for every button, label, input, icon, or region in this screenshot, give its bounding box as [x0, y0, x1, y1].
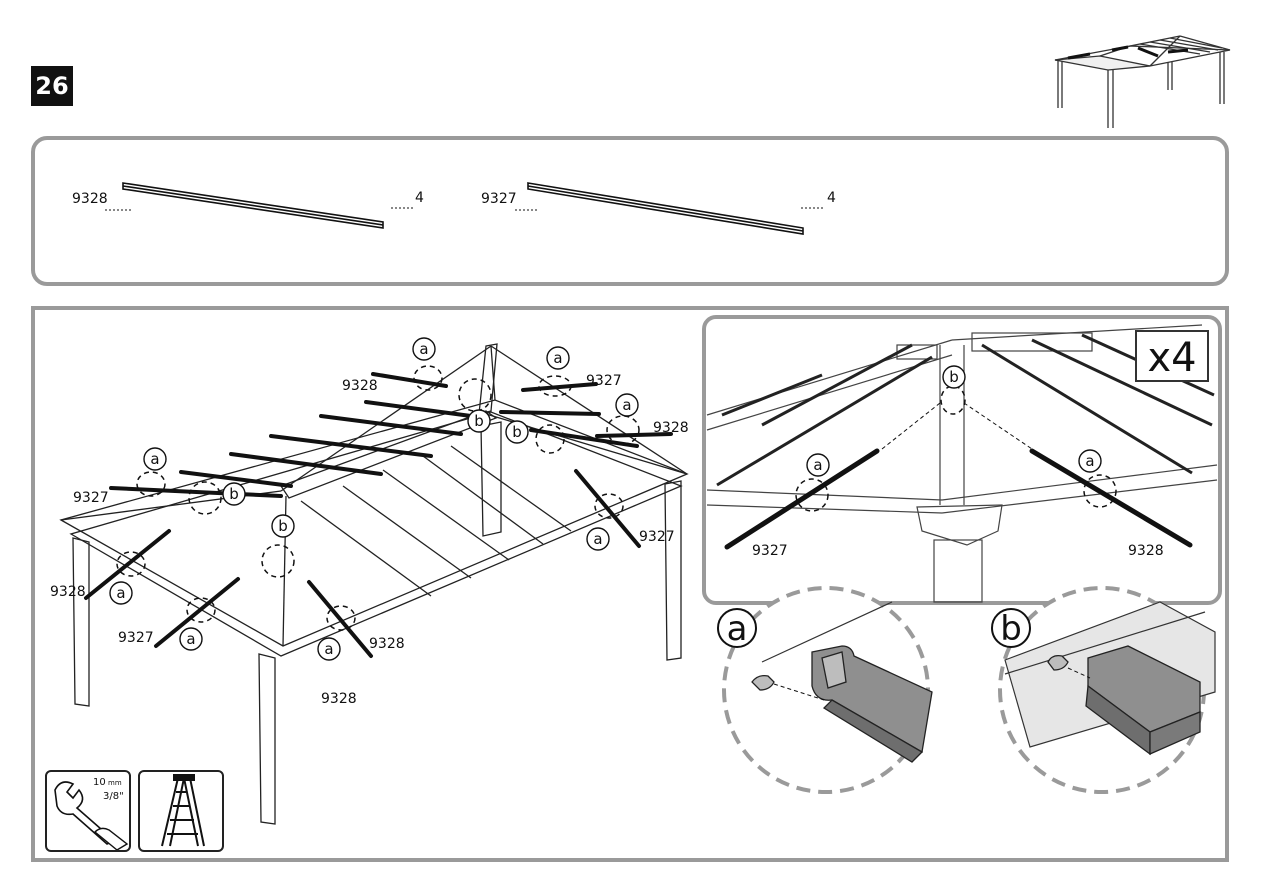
ladder-tool-box: [138, 770, 224, 852]
zoom-b-label: b: [1000, 609, 1022, 649]
label-9327: 9327: [118, 630, 154, 646]
callout-a: a: [622, 396, 631, 414]
part-9328-bar: [122, 182, 384, 229]
callout-a: a: [186, 630, 195, 648]
label-9327: 9327: [586, 373, 622, 389]
callout-a: a: [116, 584, 125, 602]
part-code-9327: 9327: [481, 191, 517, 207]
detail-panel: a a b 9327 9328 x4: [702, 315, 1222, 605]
wrench-icon: 10 mm 3/8": [54, 777, 129, 851]
wrench-unit: mm: [108, 779, 122, 787]
callout-a: a: [324, 640, 333, 658]
label-9327: 9327: [639, 529, 675, 545]
wrench-size-mm: 10: [93, 777, 106, 788]
part-qty-9328: 4: [415, 190, 424, 206]
zoom-a-label: a: [727, 609, 748, 649]
wrench-tool-box: 10 mm 3/8": [45, 770, 131, 852]
label-9328: 9328: [369, 636, 405, 652]
part-9327-bar: [527, 182, 804, 235]
parts-diagram: 9328 4 9327 4: [72, 182, 836, 235]
gazebo-overview-icon: [1054, 35, 1231, 128]
detail-label-9328: 9328: [1128, 543, 1164, 559]
label-9328: 9328: [342, 378, 378, 394]
label-9328: 9328: [653, 420, 689, 436]
callout-a: a: [553, 349, 562, 367]
label-9327: 9327: [73, 490, 109, 506]
part-qty-9327: 4: [827, 190, 836, 206]
label-9328: 9328: [321, 691, 357, 707]
ladder-icon: [161, 774, 205, 847]
detail-callout-b: b: [949, 368, 959, 386]
part-code-9328: 9328: [72, 191, 108, 207]
gazebo-assembly-diagram: a a a a a a a a b b b b 9328 9327 9328 9…: [50, 337, 689, 825]
zoom-detail-a: a: [717, 586, 933, 794]
callout-a: a: [150, 450, 159, 468]
callout-a: a: [593, 530, 602, 548]
multiplier-x4: x4: [1147, 335, 1196, 381]
parts-panel: [31, 136, 1229, 286]
wrench-size-in: 3/8": [103, 791, 124, 802]
callout-b: b: [278, 517, 288, 535]
detail-callout-a: a: [1085, 452, 1094, 470]
label-9328: 9328: [50, 584, 86, 600]
zoom-detail-b: b: [991, 586, 1216, 794]
step-number: 26: [31, 66, 73, 106]
callout-a: a: [419, 340, 428, 358]
callout-b: b: [512, 423, 522, 441]
callout-b: b: [474, 412, 484, 430]
callout-b: b: [229, 485, 239, 503]
detail-label-9327: 9327: [752, 543, 788, 559]
detail-callout-a: a: [813, 456, 822, 474]
